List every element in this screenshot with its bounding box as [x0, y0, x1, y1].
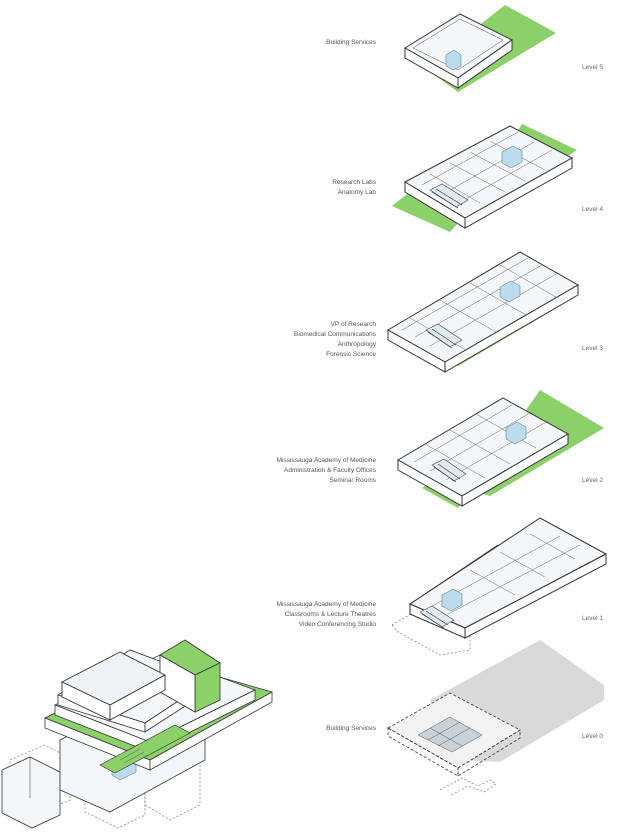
floor-plate-level-4: [392, 124, 577, 232]
level-4-label: Level 4: [582, 206, 603, 213]
program-label: Building Services: [326, 39, 376, 46]
level-5-label: Level 5: [582, 64, 603, 71]
program-label: Biomedical Communications: [293, 331, 376, 338]
assembled-building-axonometric: [1, 639, 274, 829]
level-3-programs: VP of Research Biomedical Communications…: [294, 320, 376, 360]
program-label: Administration & Faculty Offices: [284, 467, 376, 474]
program-label: Building Services: [326, 725, 376, 732]
level-1-programs: Mississauga Academy of Medicine Classroo…: [277, 600, 376, 630]
level-2-programs: Mississauga Academy of Medicine Administ…: [277, 456, 376, 486]
floor-plate-level-3: [386, 251, 580, 373]
floor-plate-level-5: [404, 5, 556, 92]
program-label: Research Labs: [332, 179, 376, 186]
level-4-programs: Research Labs Anatomy Lab: [332, 178, 376, 198]
program-label: Mississauga Academy of Medicine: [276, 601, 376, 608]
level-0-programs: Building Services: [326, 724, 376, 734]
level-2-label: Level 2: [582, 477, 603, 484]
program-label: Forensic Science: [326, 351, 376, 358]
level-3-label: Level 3: [582, 345, 603, 352]
program-label: Anatomy Lab: [337, 189, 376, 196]
program-label: VP of Research: [330, 321, 376, 328]
floor-plate-level-1: [391, 517, 608, 656]
level-1-label: Level 1: [582, 615, 603, 622]
program-label: Video Conferencing Studio: [298, 621, 376, 628]
floor-plate-level-0: [387, 640, 604, 797]
level-5-programs: Building Services: [326, 38, 376, 48]
floor-plate-level-2: [396, 390, 604, 508]
program-label: Mississauga Academy of Medicine: [276, 457, 376, 464]
program-label: Classrooms & Lecture Theatres: [284, 611, 376, 618]
program-label: Anthropology: [337, 341, 376, 348]
level-0-label: Level 0: [582, 733, 603, 740]
program-label: Seminar Rooms: [329, 477, 376, 484]
